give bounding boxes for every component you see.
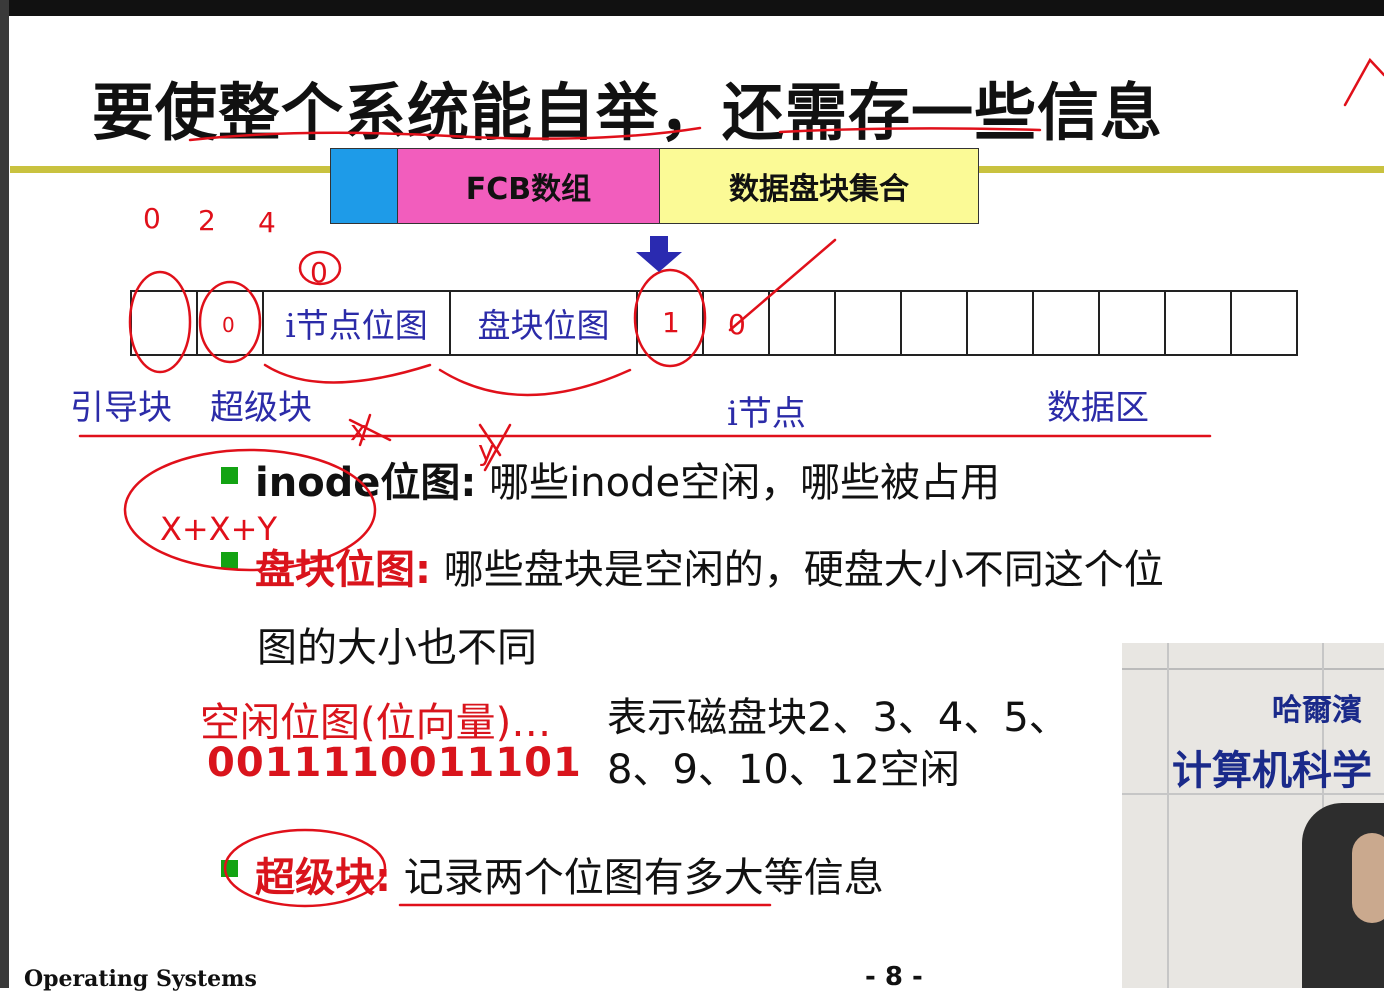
disk-cell-super: [196, 290, 264, 356]
layout-segment-blue: [330, 148, 398, 224]
vector-value: 0011110011101: [207, 740, 582, 786]
disk-layout-row: i节点位图 盘块位图: [130, 290, 1298, 356]
video-school-sign: 哈爾濱: [1272, 693, 1362, 728]
bullet-marker: [221, 552, 238, 569]
footer-course: Operating Systems: [24, 966, 257, 992]
lecturer-face: [1352, 833, 1384, 923]
label-super-block: 超级块: [210, 388, 312, 428]
ink-brace: [438, 368, 632, 397]
layout-segment-data: 数据盘块集合: [659, 148, 979, 224]
wall-line: [1122, 793, 1384, 795]
disk-cell: [966, 290, 1034, 356]
bullet-block-bitmap-cont: 图的大小也不同: [257, 625, 537, 671]
bullet-term: 盘块位图:: [255, 547, 431, 593]
wall-line: [1167, 643, 1169, 988]
bullet-text: 哪些inode空闲，哪些被占用: [476, 460, 1001, 506]
disk-cell: [1032, 290, 1100, 356]
vector-label: 空闲位图(位向量)…: [200, 700, 552, 746]
footer-page-number: - 8 -: [865, 962, 923, 992]
lecturer-video-overlay: 哈爾濱 计算机科学: [1122, 643, 1384, 988]
disk-cell: [1164, 290, 1232, 356]
bullet-text: 哪些盘块是空闲的，硬盘大小不同这个位: [431, 547, 1164, 593]
ink-mark: [1343, 57, 1384, 107]
disk-cell: [1098, 290, 1166, 356]
arrow-shaft: [650, 236, 668, 254]
bullet-text: 记录两个位图有多大等信息: [391, 855, 884, 901]
label-data-area: 数据区: [1047, 388, 1149, 428]
window-top-bar: [0, 0, 1384, 16]
bullet-marker: [221, 467, 238, 484]
layout-segment-fcb: FCB数组: [397, 148, 660, 224]
bullet-inode-bitmap: inode位图: 哪些inode空闲，哪些被占用: [255, 450, 1000, 508]
disk-cell: [702, 290, 770, 356]
bullet-block-bitmap: 盘块位图: 哪些盘块是空闲的，硬盘大小不同这个位: [255, 537, 1164, 595]
video-dept-sign: 计算机科学: [1172, 748, 1372, 794]
slide-title: 要使整个系统能自举，还需存一些信息: [92, 76, 1164, 149]
disk-cell: [900, 290, 968, 356]
bullet-term: inode位图:: [255, 460, 477, 506]
disk-cell-inode-bitmap: i节点位图: [262, 290, 451, 356]
ink-digit: 2: [198, 204, 216, 237]
disk-cell-block-bitmap: 盘块位图: [449, 290, 638, 356]
ink-digit: 4: [258, 206, 276, 239]
label-inode: i节点: [727, 394, 806, 434]
ink-digit: 0: [143, 202, 161, 235]
ink-circle: [298, 250, 342, 286]
bullet-marker: [221, 860, 238, 877]
window-left-edge: [0, 0, 9, 988]
ink-digit: x: [350, 414, 367, 447]
bullet-term: 超级块:: [255, 855, 391, 901]
wall-line: [1122, 668, 1384, 670]
disk-cell: [834, 290, 902, 356]
ink-stroke: [348, 413, 392, 447]
ink-digit: 0: [310, 256, 328, 289]
disk-cell-boot: [130, 290, 198, 356]
vector-desc-line2: 8、9、10、12空闲: [607, 747, 960, 793]
disk-cell: [1230, 290, 1298, 356]
disk-cell: [636, 290, 704, 356]
vector-desc-line1: 表示磁盘块2、3、4、5、: [607, 695, 1069, 741]
disk-cell: [768, 290, 836, 356]
label-boot-block: 引导块: [70, 388, 172, 428]
arrow-head: [636, 252, 682, 272]
bullet-super-block: 超级块: 记录两个位图有多大等信息: [255, 845, 884, 903]
